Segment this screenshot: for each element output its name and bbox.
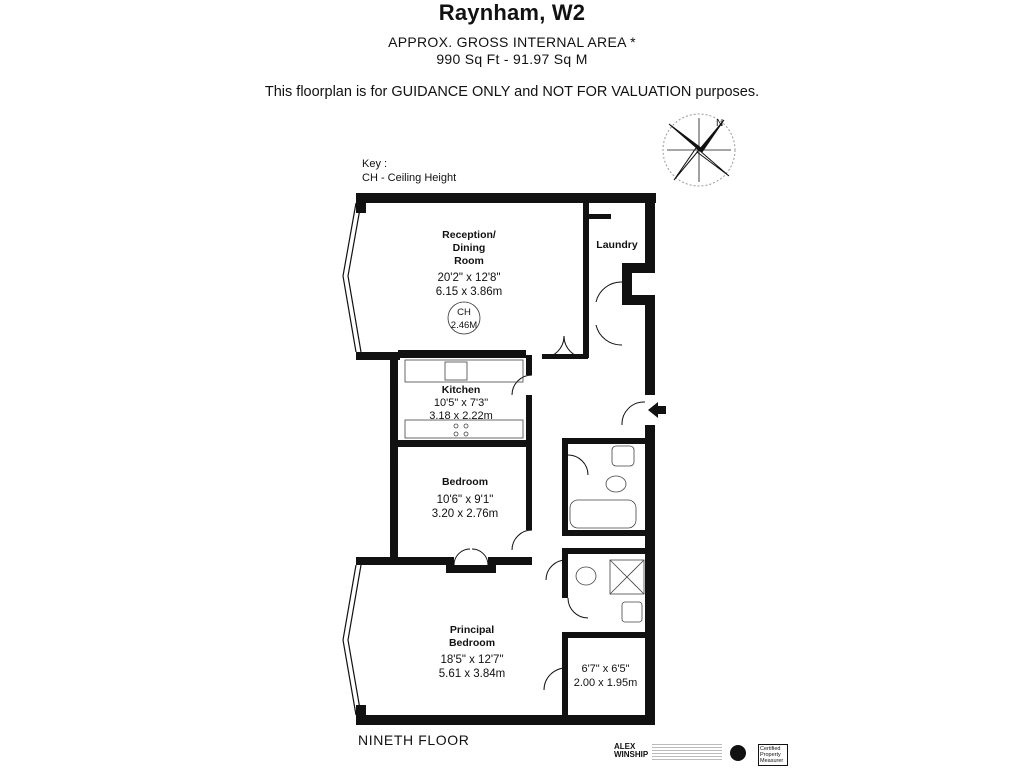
reception-name-2: Dining [452, 242, 486, 254]
area-label: APPROX. GROSS INTERNAL AREA * [388, 34, 636, 50]
entrance-arrow-icon [648, 402, 666, 418]
kitchen-counters [404, 359, 524, 439]
floor-label: NINETH FLOOR [358, 732, 470, 748]
principal-imperial: 18'5" x 12'7" [440, 654, 504, 666]
key-title: Key : [362, 158, 388, 170]
reception-name-1: Reception/ [442, 229, 496, 241]
laundry-name: Laundry [596, 239, 638, 251]
principal-name-2: Bedroom [448, 637, 496, 649]
brand-line-2: WINSHIP [614, 750, 649, 759]
laundry-label: Laundry [589, 239, 645, 252]
plan-title: Raynham, W2 [438, 0, 586, 25]
doors [453, 281, 646, 691]
principal-name-1: Principal [449, 624, 495, 636]
key-entry: CH - Ceiling Height [362, 172, 457, 184]
reception-metric: 6.15 x 3.86m [435, 286, 503, 298]
brand-logo: ALEX WINSHIP [614, 743, 648, 759]
kitchen-label: Kitchen [400, 384, 522, 397]
kitchen-name: Kitchen [441, 384, 481, 396]
bedroom-label: Bedroom [400, 476, 530, 489]
walls [356, 193, 656, 725]
badge-line-2: Property [760, 752, 781, 758]
kitchen-imperial: 10'5" x 7'3" [433, 397, 489, 409]
compass-icon: N [662, 113, 736, 187]
brand-line-1: ALEX [614, 742, 636, 751]
bedroom-metric: 3.20 x 2.76m [431, 508, 499, 520]
badge-line-1: Certified [760, 746, 781, 752]
rics-badge-icon [730, 745, 746, 761]
disclaimer: This floorplan is for GUIDANCE ONLY and … [264, 84, 760, 100]
ceiling-height-label: CH [457, 307, 471, 318]
reception-name-3: Room [454, 255, 484, 267]
ceiling-height-marker [447, 301, 481, 335]
store-metric: 2.00 x 1.95m [573, 677, 638, 689]
kitchen-metric: 3.18 x 2.22m [429, 410, 493, 422]
bedroom-imperial: 10'6" x 9'1" [436, 494, 494, 506]
certified-badge: Certified Property Measurer [758, 744, 788, 766]
bedroom-name: Bedroom [441, 476, 489, 488]
principal-metric: 5.61 x 3.84m [438, 668, 506, 680]
store-imperial: 6'7" x 6'5" [581, 663, 630, 675]
reception-imperial: 20'2" x 12'8" [437, 272, 501, 284]
compass-north-label: N [716, 118, 723, 129]
bathroom-fixtures [569, 445, 645, 623]
ceiling-height-value: 2.46M [450, 320, 478, 331]
reception-label: Reception/ Dining Room [404, 229, 534, 268]
small-print [652, 744, 722, 762]
badge-line-3: Measurer [760, 758, 784, 764]
principal-label: Principal Bedroom [410, 624, 534, 650]
bay-windows [342, 202, 397, 716]
area-values: 990 Sq Ft - 91.97 Sq M [436, 51, 588, 67]
